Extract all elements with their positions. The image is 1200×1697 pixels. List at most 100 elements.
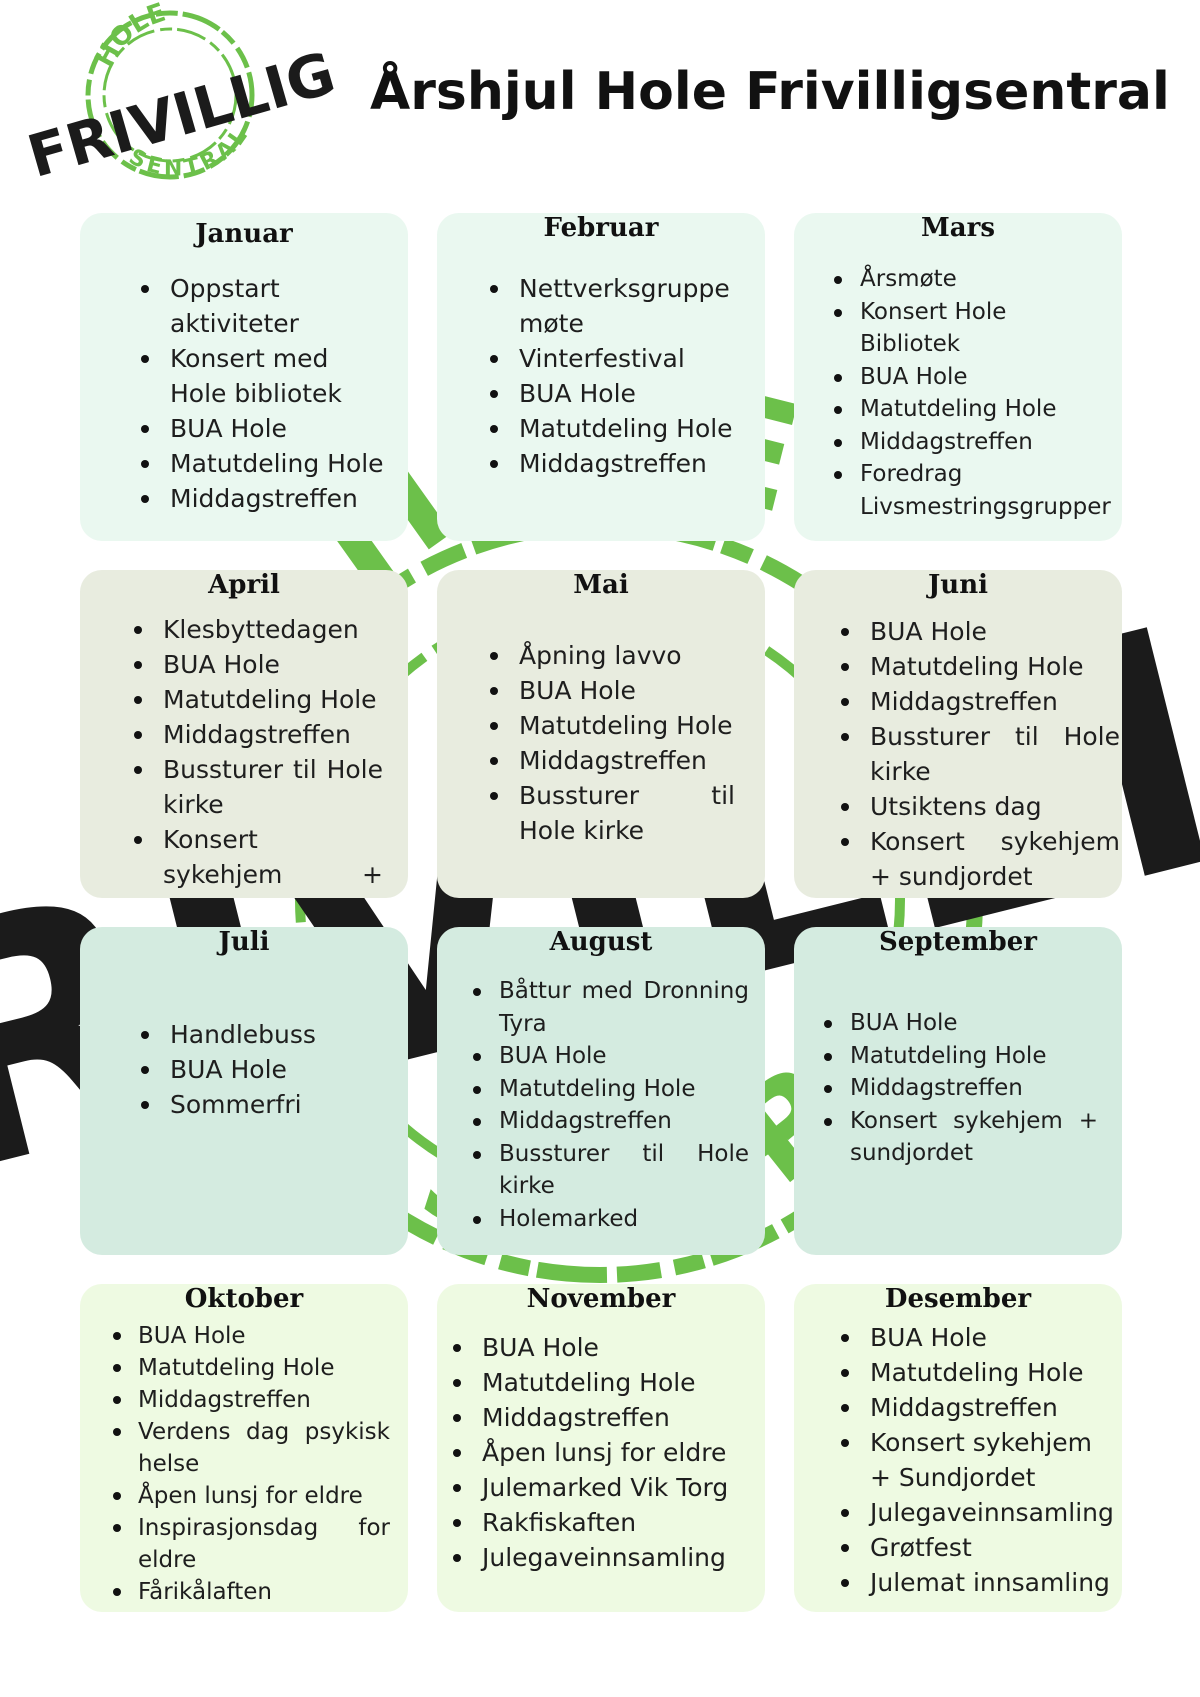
list-item: Bussturer til Hole kirke bbox=[469, 1138, 749, 1203]
list-item: Julegaveinnsamling bbox=[442, 1540, 752, 1575]
list-item: Matutdeling Hole bbox=[830, 649, 1120, 684]
activity-list: Handlebuss BUA Hole Sommerfri bbox=[130, 1017, 390, 1122]
list-item: BUA Hole bbox=[123, 647, 383, 682]
list-item: BUA Hole bbox=[479, 673, 735, 708]
activity-list: Åpning lavvo BUA Hole Matutdeling Hole M… bbox=[479, 638, 735, 848]
list-item: Matutdeling Hole bbox=[123, 682, 383, 717]
list-item: Konsert sykehjem + sundjordet bbox=[123, 822, 383, 898]
list-item: Matutdeling Hole bbox=[830, 393, 1110, 426]
month-heading: Mars bbox=[921, 213, 995, 243]
list-item: Vinterfestival bbox=[479, 341, 749, 376]
month-heading: Oktober bbox=[184, 1284, 304, 1314]
month-card-april: April Klesbyttedagen BUA Hole Matutdelin… bbox=[80, 570, 408, 898]
list-item: Rakfiskaften bbox=[442, 1505, 752, 1540]
month-card-oktober: Oktober BUA Hole Matutdeling Hole Middag… bbox=[80, 1284, 408, 1612]
month-heading: August bbox=[549, 927, 653, 957]
list-item: BUA Hole bbox=[830, 614, 1120, 649]
list-item: BUA Hole bbox=[820, 1007, 1098, 1040]
list-item: Middagstreffen bbox=[130, 481, 390, 516]
month-card-juni: Juni BUA Hole Matutdeling Hole Middagstr… bbox=[794, 570, 1122, 898]
list-item: Matutdeling Hole bbox=[110, 1352, 390, 1384]
month-card-mai: Mai Åpning lavvo BUA Hole Matutdeling Ho… bbox=[437, 570, 765, 898]
list-item: Middagstreffen bbox=[442, 1400, 752, 1435]
month-heading: Mai bbox=[573, 570, 629, 600]
activity-list: Klesbyttedagen BUA Hole Matutdeling Hole… bbox=[123, 612, 383, 898]
list-item: Handlebuss bbox=[130, 1017, 390, 1052]
list-item: BUA Hole bbox=[442, 1330, 752, 1365]
list-item: Middagstreffen bbox=[123, 717, 383, 752]
list-item: Matutdeling Hole bbox=[469, 1073, 749, 1106]
month-card-januar: Januar Oppstart aktiviteter Konsert med … bbox=[80, 213, 408, 541]
month-heading: Juni bbox=[928, 570, 988, 600]
list-item: Klesbyttedagen bbox=[123, 612, 383, 647]
activity-list: BUA Hole Matutdeling Hole Middagstreffen… bbox=[830, 1320, 1120, 1600]
list-item: Bussturer til Hole kirke bbox=[830, 719, 1120, 789]
month-heading: Desember bbox=[884, 1284, 1032, 1314]
list-item: Matutdeling Hole bbox=[479, 411, 749, 446]
page-title: Årshjul Hole Frivilligsentral bbox=[370, 62, 1170, 122]
list-item: Konsert Hole Bibliotek bbox=[830, 296, 1110, 361]
svg-text:HOLE: HOLE bbox=[90, 0, 170, 72]
list-item: Nettverksgruppe møte bbox=[479, 271, 749, 341]
list-item: Åpen lunsj for eldre bbox=[110, 1480, 390, 1512]
activity-list: BUA Hole Matutdeling Hole Middagstreffen… bbox=[830, 614, 1120, 894]
frivillig-sentral-logo: HOLE SENTRAL FRIVILLIG bbox=[20, 0, 340, 191]
list-item: Konsert sykehjem + Sundjordet bbox=[830, 1425, 1120, 1495]
list-item: Åpning lavvo bbox=[479, 638, 735, 673]
list-item: Grøtfest bbox=[830, 1530, 1120, 1565]
list-item: Julemat innsamling bbox=[830, 1565, 1120, 1600]
list-item: Matutdeling Hole bbox=[442, 1365, 752, 1400]
list-item: Middagstreffen bbox=[830, 426, 1110, 459]
logo-hole-text: HOLE bbox=[90, 0, 170, 72]
list-item: Bussturer til Hole kirke bbox=[123, 752, 383, 822]
list-item: BUA Hole bbox=[130, 411, 390, 446]
list-item: Konsert med Hole bibliotek bbox=[130, 341, 390, 411]
list-item: Middagstreffen bbox=[110, 1384, 390, 1416]
list-item: Middagstreffen bbox=[479, 446, 749, 481]
list-item: Middagstreffen bbox=[830, 684, 1120, 719]
activity-list: BUA Hole Matutdeling Hole Middagstreffen… bbox=[820, 1007, 1098, 1170]
list-item: Oppstart aktiviteter bbox=[130, 271, 390, 341]
list-item: Utsiktens dag bbox=[830, 789, 1120, 824]
list-item: Holemarked bbox=[469, 1203, 749, 1236]
list-item: BUA Hole bbox=[830, 1320, 1120, 1355]
list-item: BUA Hole bbox=[110, 1320, 390, 1352]
month-card-februar: Februar Nettverksgruppe møte Vinterfesti… bbox=[437, 213, 765, 541]
list-item: Konsert sykehjem + sundjordet bbox=[830, 824, 1120, 894]
month-heading: Juli bbox=[218, 927, 270, 957]
list-item: BUA Hole bbox=[469, 1040, 749, 1073]
list-item: Foredrag Livsmestringsgrupper bbox=[830, 458, 1111, 523]
list-item: BUA Hole bbox=[830, 361, 1110, 394]
month-heading: November bbox=[526, 1284, 676, 1314]
list-item: BUA Hole bbox=[479, 376, 749, 411]
list-item: Matutdeling Hole bbox=[130, 446, 390, 481]
activity-list: Oppstart aktiviteter Konsert med Hole bi… bbox=[130, 271, 390, 516]
list-item: Middagstreffen bbox=[820, 1072, 1098, 1105]
month-card-november: November BUA Hole Matutdeling Hole Midda… bbox=[437, 1284, 765, 1612]
list-item: Julemarked Vik Torg bbox=[442, 1470, 752, 1505]
list-item: Båttur med Dronning Tyra bbox=[469, 975, 749, 1040]
activity-list: BUA Hole Matutdeling Hole Middagstreffen… bbox=[110, 1320, 390, 1608]
list-item: Åpen lunsj for eldre bbox=[442, 1435, 752, 1470]
list-item: Middagstreffen bbox=[479, 743, 735, 778]
list-item: Middagstreffen bbox=[830, 1390, 1120, 1425]
month-card-juli: Juli Handlebuss BUA Hole Sommerfri bbox=[80, 927, 408, 1255]
list-item: Konsert sykehjem + sundjordet bbox=[820, 1105, 1098, 1170]
month-heading: Januar bbox=[195, 219, 293, 249]
list-item: Årsmøte bbox=[830, 263, 1110, 296]
month-heading: September bbox=[879, 927, 1037, 957]
month-card-august: August Båttur med Dronning Tyra BUA Hole… bbox=[437, 927, 765, 1255]
list-item: Sommerfri bbox=[130, 1087, 390, 1122]
month-heading: April bbox=[208, 570, 280, 600]
list-item: Julegaveinnsamling bbox=[830, 1495, 1120, 1530]
month-card-desember: Desember BUA Hole Matutdeling Hole Midda… bbox=[794, 1284, 1122, 1612]
activity-list: Nettverksgruppe møte Vinterfestival BUA … bbox=[479, 271, 749, 481]
activity-list: Årsmøte Konsert Hole Bibliotek BUA Hole … bbox=[830, 263, 1111, 523]
list-item: Middagstreffen bbox=[469, 1105, 749, 1138]
list-item: Verdens dag psykisk helse bbox=[110, 1416, 390, 1480]
list-item: Matutdeling Hole bbox=[820, 1040, 1098, 1073]
month-heading: Februar bbox=[543, 213, 659, 243]
month-card-mars: Mars Årsmøte Konsert Hole Bibliotek BUA … bbox=[794, 213, 1122, 541]
list-item: Bussturer til Hole kirke bbox=[479, 778, 735, 848]
activity-list: Båttur med Dronning Tyra BUA Hole Matutd… bbox=[469, 975, 749, 1235]
